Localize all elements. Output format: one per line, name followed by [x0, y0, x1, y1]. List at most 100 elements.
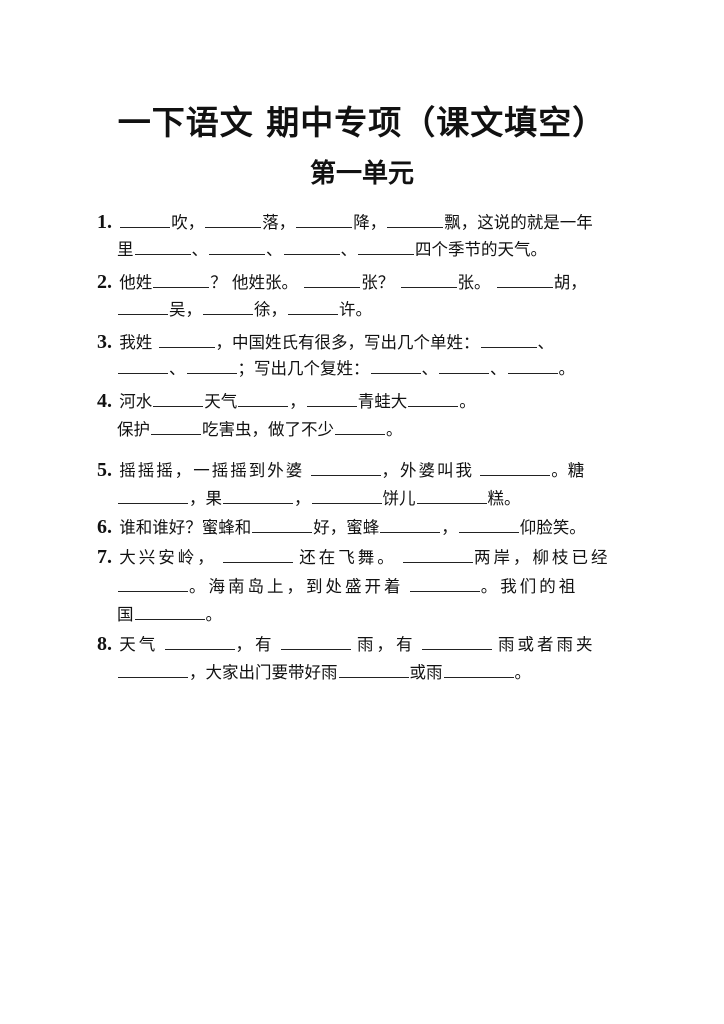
- fill-blank[interactable]: [507, 357, 558, 374]
- text: 飘，这说的就是一年: [444, 213, 593, 232]
- text: 、: [340, 240, 358, 259]
- question-number: 8.: [97, 633, 112, 655]
- fill-blank[interactable]: [153, 390, 204, 407]
- question-7-line-2: 。海南岛上，到处盛开着 。我们的祖: [117, 575, 578, 599]
- fill-blank[interactable]: [358, 238, 414, 255]
- text: ？ 他姓张。: [210, 273, 298, 292]
- fill-blank[interactable]: [280, 633, 351, 650]
- text: 我姓: [119, 333, 153, 352]
- text: 好，蜜蜂: [313, 518, 380, 537]
- text: 青蛙大: [357, 392, 408, 411]
- text: ，果: [189, 489, 222, 508]
- fill-blank[interactable]: [306, 390, 357, 407]
- fill-blank[interactable]: [153, 271, 210, 288]
- question-number: 2.: [97, 271, 112, 293]
- text: 饼儿: [382, 489, 416, 508]
- fill-blank[interactable]: [387, 211, 444, 228]
- text: 雨，有: [357, 635, 416, 654]
- text: 。我们的祖: [480, 577, 579, 596]
- fill-blank[interactable]: [370, 357, 421, 374]
- question-1-line-2: 里、、、四个季节的天气。: [117, 238, 547, 262]
- fill-blank[interactable]: [480, 331, 537, 348]
- question-number: 7.: [97, 546, 112, 568]
- text: 许。: [339, 300, 372, 319]
- fill-blank[interactable]: [118, 575, 188, 592]
- fill-blank[interactable]: [203, 298, 253, 315]
- fill-blank[interactable]: [164, 633, 235, 650]
- text: 还在飞舞。: [299, 548, 397, 567]
- fill-blank[interactable]: [416, 487, 487, 504]
- fill-blank[interactable]: [421, 633, 492, 650]
- text: 吹，: [171, 213, 205, 232]
- fill-blank[interactable]: [205, 211, 262, 228]
- fill-blank[interactable]: [118, 487, 188, 504]
- question-5-line-2: ，果，饼儿糕。: [117, 487, 521, 511]
- fill-blank[interactable]: [443, 661, 514, 678]
- question-number: 5.: [97, 459, 112, 481]
- fill-blank[interactable]: [158, 331, 215, 348]
- text: 或雨: [409, 663, 443, 682]
- fill-blank[interactable]: [223, 487, 293, 504]
- text: ，: [294, 489, 311, 508]
- fill-blank[interactable]: [238, 390, 289, 407]
- question-3: 3. 我姓 ，中国姓氏有很多，写出几个单姓：、: [97, 330, 554, 355]
- text: ，有: [235, 635, 275, 654]
- fill-blank[interactable]: [134, 603, 205, 620]
- fill-blank[interactable]: [118, 661, 188, 678]
- fill-blank[interactable]: [338, 661, 409, 678]
- text: 、: [537, 333, 555, 352]
- fill-blank[interactable]: [134, 238, 191, 255]
- question-5: 5. 摇摇摇，一摇摇到外婆 ，外婆叫我 。糖: [97, 458, 584, 483]
- text: ，外婆叫我: [381, 461, 474, 480]
- fill-blank[interactable]: [439, 357, 489, 374]
- fill-blank[interactable]: [400, 271, 457, 288]
- fill-blank[interactable]: [151, 418, 201, 435]
- text: 两岸，柳枝已经: [474, 548, 611, 567]
- text: 仰脸笑。: [519, 518, 586, 537]
- fill-blank[interactable]: [335, 418, 385, 435]
- text: 。: [459, 392, 476, 411]
- fill-blank[interactable]: [118, 357, 168, 374]
- fill-blank[interactable]: [209, 238, 265, 255]
- fill-blank[interactable]: [223, 546, 293, 563]
- fill-blank[interactable]: [283, 238, 340, 255]
- text: 天气: [119, 635, 159, 654]
- question-8-line-2: ，大家出门要带好雨或雨。: [117, 661, 531, 685]
- text: 谁和谁好？蜜蜂和: [119, 518, 252, 537]
- fill-blank[interactable]: [380, 516, 441, 533]
- fill-blank[interactable]: [311, 487, 382, 504]
- fill-blank[interactable]: [252, 516, 313, 533]
- question-1: 1. 吹，落，降，飘，这说的就是一年: [97, 210, 593, 235]
- text: 保护: [117, 420, 150, 439]
- fill-blank[interactable]: [458, 516, 519, 533]
- section-title: 第一单元: [309, 159, 414, 189]
- fill-blank[interactable]: [480, 459, 551, 476]
- fill-blank[interactable]: [296, 211, 353, 228]
- text: 雨或者雨夹: [498, 635, 596, 654]
- fill-blank[interactable]: [403, 546, 473, 563]
- text: 。: [205, 605, 223, 624]
- text: 、: [490, 359, 507, 378]
- text: 胡，: [553, 273, 587, 292]
- fill-blank[interactable]: [120, 211, 171, 228]
- fill-blank[interactable]: [408, 390, 459, 407]
- text: 吃害虫，做了不少: [202, 420, 334, 439]
- fill-blank[interactable]: [118, 298, 168, 315]
- text: 张。: [457, 273, 491, 292]
- question-2: 2. 他姓？ 他姓张。 张？ 张。 胡，: [97, 270, 587, 295]
- question-number: 3.: [97, 331, 112, 353]
- fill-blank[interactable]: [409, 575, 480, 592]
- text: 张？: [361, 273, 395, 292]
- text: 徐，: [254, 300, 287, 319]
- fill-blank[interactable]: [310, 459, 381, 476]
- text: ，大家出门要带好雨: [189, 663, 338, 682]
- fill-blank[interactable]: [304, 271, 361, 288]
- text: 降，: [353, 213, 387, 232]
- text: ，: [441, 518, 458, 537]
- question-number: 4.: [97, 390, 112, 412]
- fill-blank[interactable]: [496, 271, 553, 288]
- fill-blank[interactable]: [186, 357, 237, 374]
- text: 、: [191, 240, 209, 259]
- fill-blank[interactable]: [288, 298, 338, 315]
- question-3-line-2: 、；写出几个复姓：、、。: [117, 357, 575, 381]
